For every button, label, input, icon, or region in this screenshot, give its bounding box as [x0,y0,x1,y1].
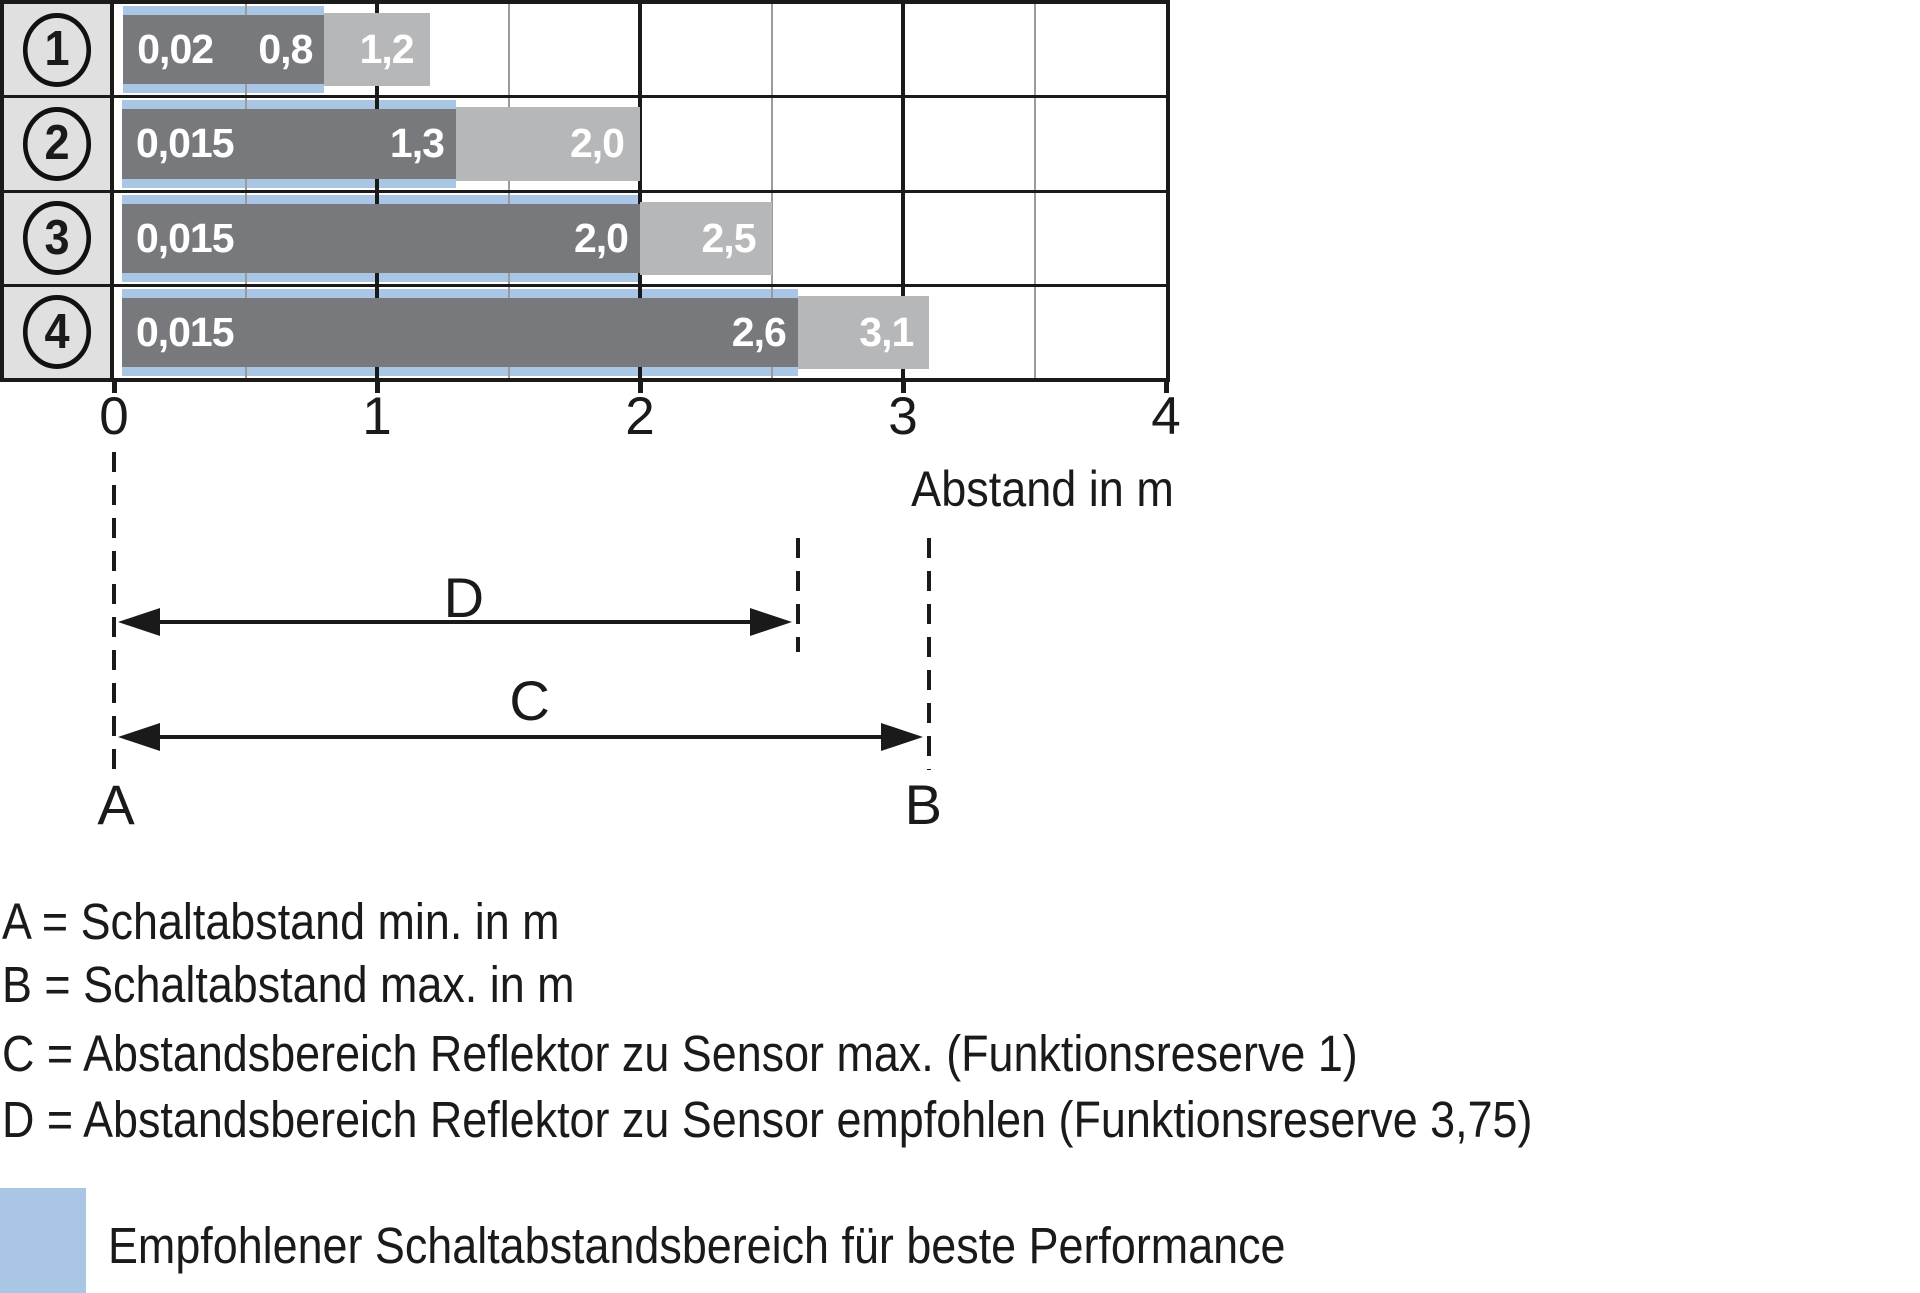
x-axis-tick-label: 3 [888,387,918,446]
bar-recommended-value: 2,6 [731,308,787,355]
row-number-badge: 4 [22,295,92,370]
chart-row: 1 0,02 0,8 1,2 [4,4,1166,99]
gridline-minor [1033,192,1036,284]
chart-row: 4 0,015 2,6 3,1 [4,286,1166,378]
sensing-range-bar [123,15,325,85]
footer-legend-text: Empfohlener Schaltabstandsbereich für be… [108,1217,1286,1274]
gridline-major [901,192,905,284]
gridline-major [638,98,642,190]
bar-min-value: 0,015 [135,120,235,167]
extended-range-bar [797,295,930,369]
x-axis-tick [1164,382,1169,393]
x-axis-tick [375,382,380,393]
sensing-range-bar [121,109,456,179]
gridline-major [901,4,905,96]
row-label-cell: 2 [4,98,114,190]
row-label-cell: 3 [4,192,114,284]
gridline-major [901,98,905,190]
gridline-minor [770,4,773,96]
dimension-arrow-d [118,608,792,636]
gridline-major [638,4,642,96]
row-number-badge: 3 [22,201,92,276]
row-label-cell: 1 [4,4,114,96]
gridline-minor [507,4,510,96]
dimension-arrow-c [118,723,924,751]
dimension-dashed-line-a [112,452,116,772]
recommended-range-swatch [0,1188,86,1293]
arrow-shaft [150,735,892,739]
bar-max-value: 1,2 [359,26,415,73]
x-axis-tick-label: 0 [99,387,129,446]
arrow-shaft [150,620,760,624]
row-plot-area: 0,02 0,8 1,2 [114,4,1166,96]
row-label-cell: 4 [4,286,114,378]
bar-recommended-value: 2,0 [573,214,629,261]
legend-line-c: C = Abstandsbereich Reflektor zu Sensor … [2,1025,1358,1082]
bar-min-value: 0,02 [137,26,214,73]
x-axis-tick-label: 2 [625,387,655,446]
gridline-minor [1033,98,1036,190]
bar-max-value: 3,1 [859,308,914,355]
x-axis-tick-label: 4 [1151,387,1181,446]
x-axis-tick-label: 1 [362,387,392,446]
row-number-badge: 2 [22,106,92,181]
row-plot-area: 0,015 2,6 3,1 [114,286,1166,378]
bar-recommended-value: 0,8 [258,26,313,73]
dimension-label-b: B [904,773,942,836]
x-axis-label: Abstand in m [911,461,1174,517]
legend-line-b: B = Schaltabstand max. in m [2,956,575,1013]
sensing-range-chart: 1 0,02 0,8 1,2 2 0,015 1,3 2,0 3 0,015 2,0 2,5 4 0,01… [0,0,1170,382]
x-axis-tick [638,382,643,393]
dimension-label-a: A [97,773,135,836]
bar-recommended-value: 1,3 [389,120,445,167]
sensing-range-bar [121,203,640,273]
arrowhead-right-icon [749,608,792,636]
row-plot-area: 0,015 2,0 2,5 [114,192,1166,284]
chart-row: 2 0,015 1,3 2,0 [4,98,1166,193]
dimension-label-d: D [443,566,485,629]
bar-min-value: 0,015 [135,308,235,355]
bar-max-value: 2,5 [701,214,757,261]
gridline-minor [770,192,773,284]
gridline-minor [770,98,773,190]
legend-line-d: D = Abstandsbereich Reflektor zu Sensor … [2,1091,1533,1148]
gridline-minor [1033,4,1036,96]
x-axis-tick [901,382,906,393]
dimension-label-c: C [509,669,550,732]
legend-line-a: A = Schaltabstand min. in m [2,893,560,950]
dimension-dashed-line-b [927,538,932,770]
chart-row: 3 0,015 2,0 2,5 [4,192,1166,287]
row-number-badge: 1 [22,12,92,87]
arrowhead-right-icon [881,723,924,751]
extended-range-bar [455,107,640,181]
bar-max-value: 2,0 [569,120,625,167]
dimension-dashed-line-d [795,538,800,652]
bar-min-value: 0,015 [135,214,235,261]
gridline-minor [1033,286,1036,378]
extended-range-bar [640,201,772,275]
sensing-range-bar [121,297,798,367]
x-axis-tick [112,382,117,393]
extended-range-bar [324,13,430,87]
row-plot-area: 0,015 1,3 2,0 [114,98,1166,190]
